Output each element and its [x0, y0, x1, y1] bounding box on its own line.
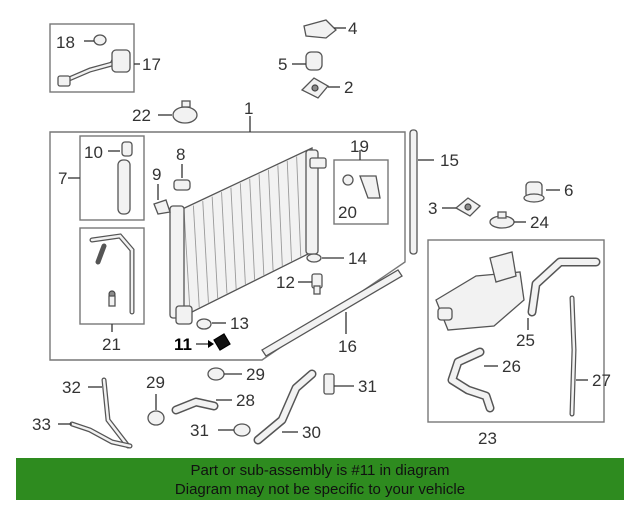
part-31-clip-a[interactable]	[323, 373, 335, 395]
callout-16: 16	[338, 337, 357, 356]
radiator-fin	[249, 178, 256, 280]
part-15-seal[interactable]	[409, 129, 418, 255]
callout-11: 11	[174, 335, 192, 354]
banner-line-2: Diagram may not be specific to your vehi…	[174, 481, 466, 498]
callout-24: 24	[530, 213, 549, 232]
callout-27: 27	[592, 371, 611, 390]
callout-26: 26	[502, 357, 521, 376]
part-16-seal[interactable]	[261, 269, 403, 357]
callout-8: 8	[176, 145, 185, 164]
callout-10: 10	[84, 143, 103, 162]
part-9-bracket[interactable]	[153, 199, 171, 215]
part-25-reservoir-hose[interactable]	[527, 257, 601, 317]
callout-30: 30	[302, 423, 321, 442]
part-6-stopper[interactable]	[523, 181, 545, 203]
callout-2: 2	[344, 78, 353, 97]
part-27-overflow-hose[interactable]	[569, 295, 577, 417]
callout-7: 7	[58, 169, 67, 188]
radiator-fin	[258, 174, 265, 276]
part-5-stopper[interactable]	[305, 51, 323, 71]
callout-4: 4	[348, 19, 357, 38]
callout-31-a: 31	[358, 377, 377, 396]
callout-31-b: 31	[190, 421, 209, 440]
radiator-fin	[277, 165, 283, 266]
radiator-fin	[296, 156, 302, 257]
part-3-mount[interactable]	[454, 197, 482, 217]
callout-23: 23	[478, 429, 497, 448]
radiator-fin	[211, 196, 219, 299]
part-29-clamp-b[interactable]	[147, 410, 165, 426]
part-1-radiator[interactable]	[169, 146, 327, 325]
callout-29-b: 29	[146, 373, 165, 392]
callout-17: 17	[142, 55, 161, 74]
part-13-o-ring[interactable]	[196, 318, 212, 330]
callout-5: 5	[278, 55, 287, 74]
part-30-hose[interactable]	[253, 369, 317, 445]
callout-1: 1	[244, 99, 253, 118]
callout-18: 18	[56, 33, 75, 52]
part-2-mount[interactable]	[300, 77, 329, 99]
part-26-hose[interactable]	[447, 347, 495, 413]
radiator-fin	[268, 169, 274, 271]
part-4-cap[interactable]	[303, 19, 337, 39]
info-banner: Part or sub-assembly is #11 in diagram D…	[16, 458, 624, 500]
part-29-clamp-a[interactable]	[207, 367, 225, 381]
callout-33: 33	[32, 415, 51, 434]
part-14-washer[interactable]	[306, 253, 322, 263]
callout-9: 9	[152, 165, 161, 184]
callout-29-a: 29	[246, 365, 265, 384]
part-21-oil-cooler-hose[interactable]	[89, 233, 135, 315]
radiator-fin	[230, 187, 237, 289]
callout-3: 3	[428, 199, 437, 218]
radiator-fin	[239, 183, 246, 285]
part-28-hose[interactable]	[171, 397, 219, 415]
part-22-radiator-cap[interactable]	[172, 100, 198, 124]
callout-19: 19	[350, 137, 369, 156]
part-7-oil-cooler[interactable]	[117, 141, 133, 215]
part-12-bolt[interactable]	[311, 273, 323, 295]
radiator-fin	[192, 205, 200, 308]
part-11-drain-plug[interactable]	[213, 333, 231, 351]
callout-28: 28	[236, 391, 255, 410]
callout-20: 20	[338, 203, 357, 222]
radiator-fin	[221, 192, 228, 294]
radiator-fin	[286, 160, 292, 262]
part-19-fitting[interactable]	[342, 174, 381, 199]
part-33-pipe[interactable]	[69, 421, 133, 449]
radiator-fin	[202, 201, 209, 303]
part-32-pipe[interactable]	[101, 377, 131, 449]
radiator-fin	[183, 209, 191, 313]
callout-21: 21	[102, 335, 121, 354]
callout-15: 15	[440, 151, 459, 170]
part-23-reservoir-tank[interactable]	[435, 251, 525, 331]
callout-12: 12	[276, 273, 295, 292]
callout-32: 32	[62, 378, 81, 397]
part-17-drain-hose-group[interactable]	[49, 23, 135, 93]
callout-22: 22	[132, 106, 151, 125]
callout-14: 14	[348, 249, 367, 268]
part-8-clip[interactable]	[173, 179, 191, 191]
part-24-cap[interactable]	[489, 211, 515, 229]
callout-6: 6	[564, 181, 573, 200]
callout-25: 25	[516, 331, 535, 350]
banner-line-1: Part or sub-assembly is #11 in diagram	[190, 462, 450, 479]
part-31-clamp-b[interactable]	[233, 423, 251, 437]
callout-13: 13	[230, 314, 249, 333]
